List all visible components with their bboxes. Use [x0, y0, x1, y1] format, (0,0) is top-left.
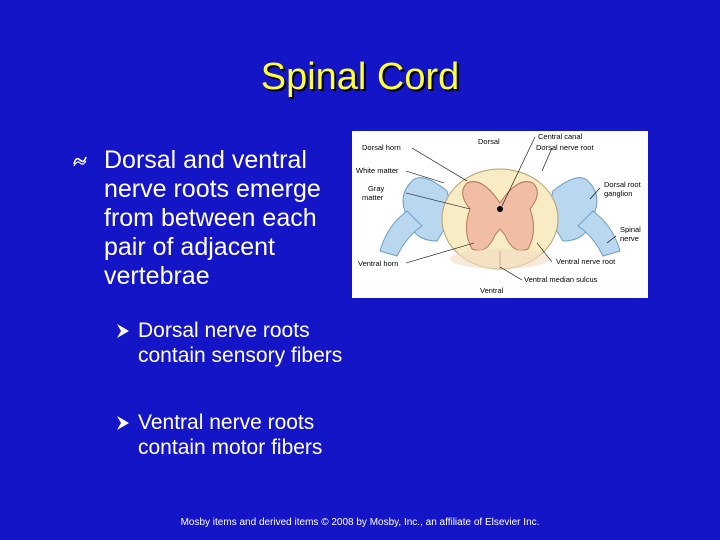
- arrow-bullet-icon: [117, 416, 129, 430]
- label-ventral: Ventral: [480, 286, 504, 295]
- label-ventral-nerve-root: Ventral nerve root: [556, 257, 616, 266]
- spinal-cord-cross-section: Dorsal horn Dorsal Central canal White m…: [356, 132, 642, 295]
- label-white-matter: White matter: [356, 166, 399, 175]
- label-dorsal-root-ganglion: ganglion: [604, 189, 632, 198]
- slide-title: Spinal Cord: [260, 56, 460, 98]
- label-spinal-nerve: nerve: [620, 234, 639, 243]
- label-gray-matter: matter: [362, 193, 384, 202]
- spinal-cord-diagram: Dorsal horn Dorsal Central canal White m…: [352, 131, 648, 298]
- label-dorsal-horn: Dorsal horn: [362, 143, 401, 152]
- label-spinal-nerve: Spinal: [620, 225, 641, 234]
- label-dorsal-nerve-root: Dorsal nerve root: [536, 143, 594, 152]
- sub-bullet-text: Ventral nerve roots contain motor fibers: [138, 411, 323, 459]
- label-dorsal: Dorsal: [478, 137, 500, 146]
- arrow-bullet-icon: [117, 324, 129, 338]
- label-dorsal-root-ganglion: Dorsal root: [604, 180, 642, 189]
- label-central-canal: Central canal: [538, 132, 583, 141]
- label-ventral-median-sulcus: Ventral median sulcus: [524, 275, 598, 284]
- main-bullet-text: Dorsal and ventral nerve roots emerge fr…: [104, 146, 321, 290]
- bullet-glyph-icon: [73, 156, 87, 167]
- label-ventral-horn: Ventral horn: [358, 259, 398, 268]
- label-gray-matter: Gray: [368, 184, 385, 193]
- sub-bullet-text: Dorsal nerve roots contain sensory fiber…: [138, 319, 343, 367]
- copyright-footer: Mosby items and derived items © 2008 by …: [180, 517, 540, 528]
